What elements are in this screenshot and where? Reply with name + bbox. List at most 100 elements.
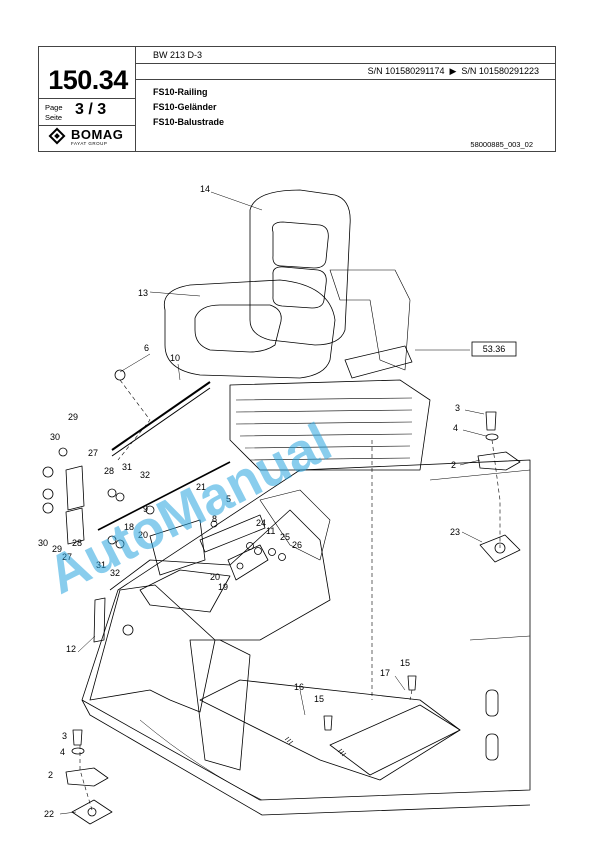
page-number: 150.34: [48, 65, 128, 95]
railing-lower: [97, 461, 231, 531]
backrest-cushion: [272, 266, 327, 309]
washer-4: [71, 747, 85, 755]
cushion-pad: [194, 304, 282, 353]
grip-pattern: [284, 736, 294, 745]
bolt: [42, 502, 54, 514]
callout-5: 5: [226, 494, 231, 504]
console-left: [89, 584, 216, 713]
backrest-cushion: [272, 221, 329, 269]
console-column: [189, 639, 251, 771]
cab-floor: [81, 459, 531, 801]
page-label-de: Seite: [45, 113, 63, 122]
callout-32b: 32: [110, 568, 120, 578]
floor-plate-sub: [329, 704, 461, 776]
divider: [135, 79, 555, 80]
washer: [246, 542, 254, 550]
washer: [107, 488, 117, 498]
bolt: [145, 505, 155, 515]
bracket-5: [199, 514, 266, 553]
bolt-3: [485, 411, 497, 431]
console-top: [259, 489, 331, 561]
floor-contour: [139, 719, 263, 801]
callout-30b: 30: [38, 538, 48, 548]
callout-11: 11: [266, 526, 275, 536]
callout-10: 10: [170, 353, 180, 363]
title-french: FS10-Balustrade: [153, 117, 225, 127]
callout-23: 23: [450, 527, 460, 537]
assembly-lines: [79, 379, 501, 811]
bomag-logo: BOMAG FAYAT GROUP: [43, 127, 133, 149]
railing-bar-edge: [111, 387, 211, 457]
page-label-en: Page: [45, 103, 63, 112]
page-separator: /: [88, 101, 93, 118]
console-hole: [122, 624, 134, 636]
callout-20: 20: [138, 530, 148, 540]
callout-24: 24: [256, 518, 266, 528]
mount-plate: [65, 465, 85, 511]
seat-backrest: [249, 189, 351, 346]
callout-27b: 27: [62, 552, 72, 562]
callout-14: 14: [200, 184, 210, 194]
mount-plate-23: [479, 534, 521, 563]
bracket-21: [149, 519, 206, 576]
serial-to: S/N 101580291223: [461, 66, 539, 76]
grip-pattern: [337, 748, 347, 757]
bolt: [58, 447, 68, 457]
callout-4b: 4: [60, 747, 65, 757]
callout-9: 9: [143, 504, 148, 514]
drawing-number: 58000885_003_02: [470, 140, 533, 149]
title-english: FS10-Railing: [153, 87, 208, 97]
callout-13: 13: [138, 288, 148, 298]
seat-frame: [329, 269, 411, 371]
callout-3: 3: [455, 403, 460, 413]
callout-16: 16: [294, 682, 304, 692]
armrest: [344, 345, 413, 379]
washer: [115, 492, 125, 502]
serial-range: S/N 101580291174 ▶ S/N 101580291223: [368, 66, 539, 77]
divider: [135, 47, 136, 151]
washer: [268, 548, 276, 556]
callout-19: 19: [218, 582, 228, 592]
callout-32: 32: [140, 470, 150, 480]
callout-8: 8: [212, 514, 217, 524]
machine-model: BW 213 D-3: [153, 50, 203, 60]
page-current: 3: [75, 101, 84, 118]
callout-15b: 15: [314, 694, 324, 704]
wall-slot: [485, 733, 499, 761]
callout-27: 27: [88, 448, 98, 458]
logo-subtitle: FAYAT GROUP: [71, 141, 108, 146]
callout-6: 6: [144, 343, 149, 353]
divider: [39, 125, 135, 126]
callout-28: 28: [104, 466, 114, 476]
washer: [254, 547, 262, 555]
mount-hole: [87, 807, 97, 817]
page-header: 150.34 Page Seite 3 / 3 BOMAG FAYAT GROU…: [38, 46, 556, 152]
divider: [135, 63, 555, 64]
console-opening: [139, 569, 231, 613]
wall-slot: [485, 689, 499, 717]
callout-15: 15: [400, 658, 410, 668]
callout-18: 18: [124, 522, 134, 532]
bolt-3: [72, 729, 83, 746]
railing-bar: [111, 381, 211, 451]
callout-12: 12: [66, 644, 76, 654]
bolt: [42, 466, 54, 478]
callout-17: 17: [380, 668, 390, 678]
console-body: [109, 509, 331, 641]
seat-suspension: [229, 379, 431, 471]
page-label: Page Seite: [45, 103, 63, 123]
bracket-18: [227, 544, 269, 581]
bolt: [42, 488, 54, 500]
exploded-parts-drawing: 53.36 14 13 6 10 3 4 2 29 30 27 28 31 32…: [0, 160, 612, 860]
divider: [39, 98, 135, 99]
bolt-15: [323, 715, 333, 731]
mount-hole: [494, 542, 506, 554]
washer: [115, 539, 125, 549]
arrow-right-icon: ▶: [449, 66, 457, 76]
serial-from: S/N 101580291174: [367, 66, 445, 76]
callout-21: 21: [196, 482, 206, 492]
ref-box-label: 53.36: [483, 344, 506, 354]
callout-29b: 29: [52, 544, 62, 554]
washer: [278, 553, 286, 561]
seat-cushion: [163, 279, 336, 379]
